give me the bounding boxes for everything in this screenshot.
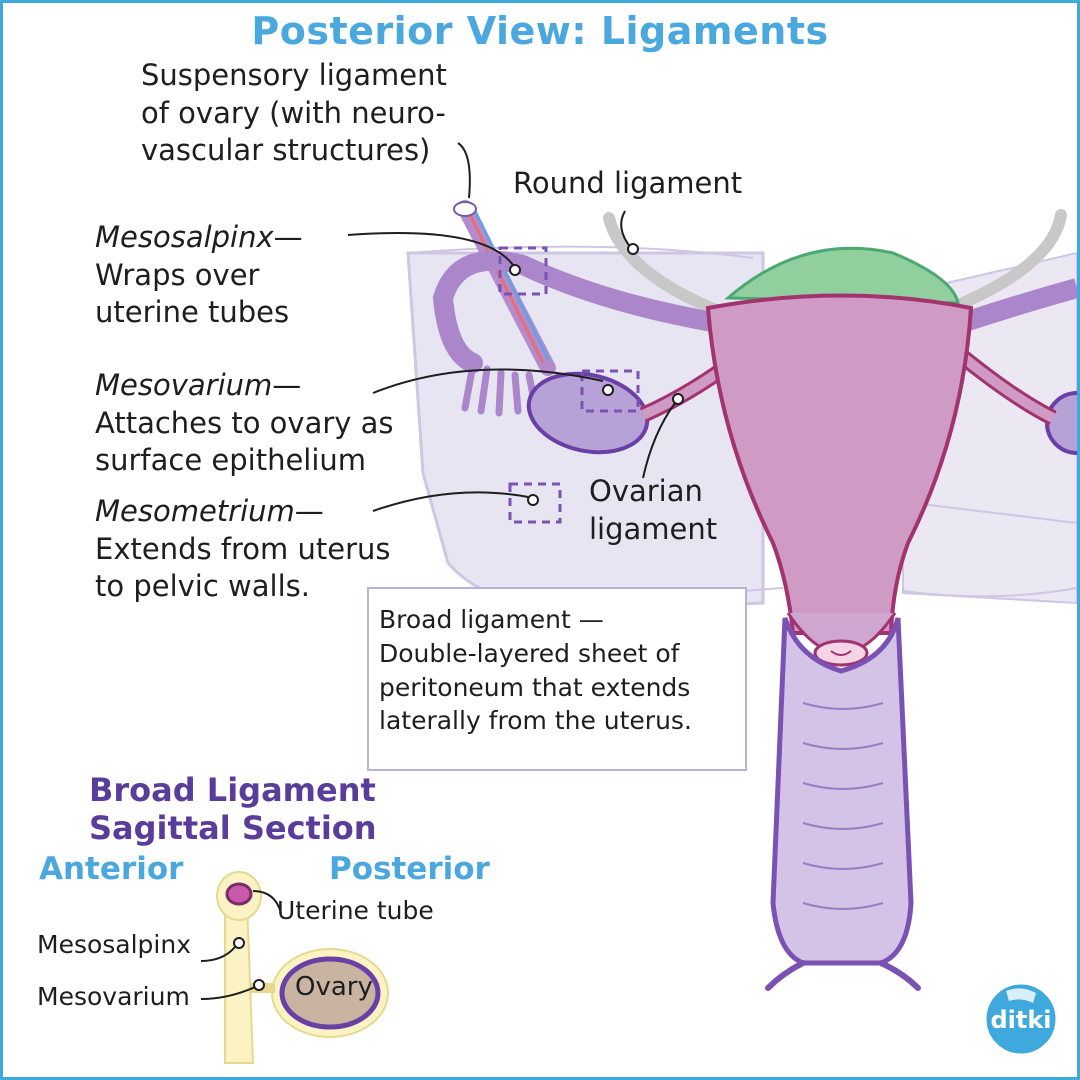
fimbriae (461, 361, 539, 417)
mesovarium-dashed-box (580, 369, 640, 413)
uterus-body (705, 293, 974, 635)
diagram-title: Posterior View: Ligaments (251, 9, 829, 53)
sagittal-mesosalpinx-leader (200, 946, 236, 962)
sagittal-uterine-tube (225, 882, 253, 906)
round-ligament-leader (620, 210, 632, 249)
anatomy-illustration (200, 142, 1077, 1064)
mesosalpinx-label: Mesosalpinx— Wraps over uterine tubes (95, 220, 303, 330)
mesometrium-term: Mesometrium (95, 494, 295, 528)
vaginal-opening (765, 960, 921, 991)
uterine-tube-label: Uterine tube (277, 896, 434, 925)
suspensory-ligament-cut-end (453, 201, 477, 217)
suspensory-ligament-vessels (467, 212, 545, 364)
ovary-label: Ovary (295, 972, 373, 1002)
mesovarium-leader (372, 368, 604, 394)
mesometrium-dashed-box (508, 482, 562, 524)
mesovarium-label: Mesovarium— Attaches to ovary as surface… (95, 368, 394, 478)
mesosalpinx-leader (347, 232, 514, 266)
round-ligament-left (603, 212, 729, 319)
vagina (770, 617, 914, 966)
ovarian-ligament-leader (642, 402, 676, 479)
ovary-left (526, 371, 650, 455)
broad-ligament-heading: Broad ligament — (379, 605, 604, 634)
broad-ligament-box: Broad ligament — Double-layered sheet of… (367, 587, 747, 771)
suspensory-ligament-label: Suspensory ligament of ovary (with neuro… (141, 58, 447, 168)
uterine-tube-left (432, 250, 728, 373)
anterior-label: Anterior (39, 851, 184, 887)
sagittal-section-title: Broad Ligament Sagittal Section (89, 771, 377, 848)
sagittal-broad-ligament (224, 902, 255, 1064)
uterine-fundus (724, 246, 960, 305)
round-ligament-label: Round ligament (513, 166, 743, 200)
sagittal-mesosalpinx-label: Mesosalpinx (37, 930, 192, 959)
broad-ligament-fold-line (407, 245, 754, 259)
mesovarium-term: Mesovarium (95, 368, 273, 402)
mesosalpinx-term: Mesosalpinx (95, 220, 274, 254)
mesosalpinx-dashed-box (498, 246, 548, 296)
round-ligament-right (957, 209, 1067, 309)
mesometrium-label: Mesometrium— Extends from uterus to pelv… (95, 494, 391, 604)
cervical-os (813, 639, 869, 667)
ditki-logo-icon (983, 981, 1059, 1057)
uterine-tube-right (964, 278, 1077, 331)
sagittal-mesovarium-label: Mesovarium (37, 982, 190, 1011)
sagittal-mesovarium-leader (200, 986, 256, 1000)
suspensory-leader (457, 142, 471, 199)
sagittal-ovary (279, 956, 381, 1030)
ovarian-ligament-label: Ovarian ligament (589, 474, 718, 546)
mesometrium-leader (372, 491, 529, 512)
ditki-logo-text: ditki (990, 1006, 1052, 1034)
vaginal-rugae (802, 702, 884, 910)
uterine-tube-leader (252, 890, 282, 914)
posterior-label: Posterior (329, 851, 490, 887)
